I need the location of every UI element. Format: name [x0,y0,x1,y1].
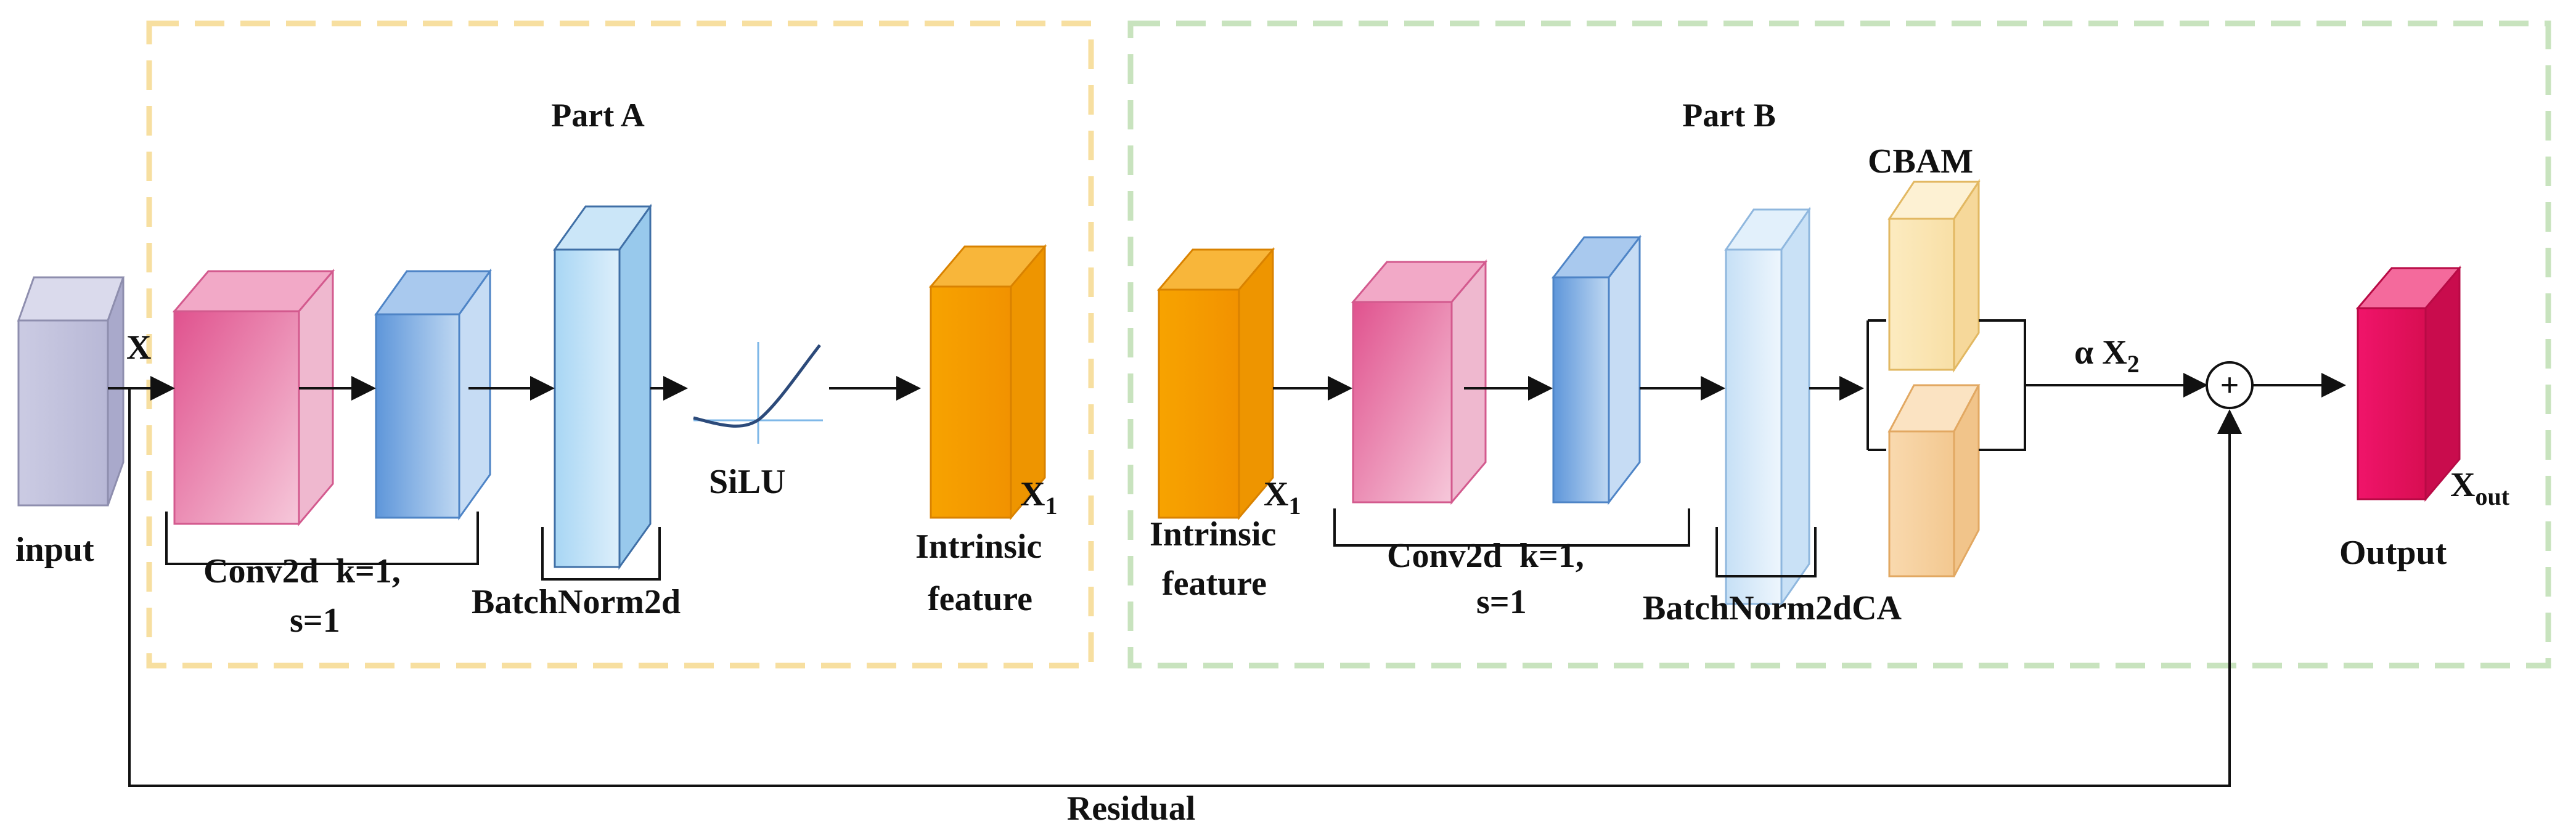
conv-bracket-b [1333,508,1690,547]
cbam-block [1887,179,1981,373]
residual-label: Residual [1067,789,1196,828]
alpha-x2-label: α X2 [2074,333,2140,378]
part-a-frame [146,20,1094,669]
conv2d-label-a: Conv2d k=1, [203,552,401,590]
intrinsic-feature-label-b-line1: Intrinsic [1150,515,1276,553]
output-label: Output [2339,534,2447,572]
intrinsic-feature-label-b-line2: feature [1162,565,1267,603]
silu-plot [693,342,823,444]
x1-label-a: X1 [1020,475,1057,520]
batchnorm2d-label-a: BatchNorm2d [472,583,681,621]
conv2d-stride-label-a: s=1 [290,602,340,640]
x1-label-b: X1 [1264,475,1301,520]
part-b-frame [1127,20,2551,669]
conv-bracket-a [165,512,479,565]
intrinsic-feature-block-b [1156,247,1275,521]
part-b-title: Part B [1682,97,1775,134]
output-block [2355,265,2462,502]
silu-label: SiLU [709,463,786,501]
input-label: input [15,531,94,569]
part-a-title: Part A [551,97,644,134]
batchnorm-blue-block-a [374,268,492,521]
batchnorm2d-block-b [1724,206,1811,607]
bn-bracket-b [1715,527,1817,577]
intrinsic-feature-label-a-line2: feature [928,580,1032,618]
conv2d-block-b [1351,259,1488,505]
conv2d-block-a [172,268,335,527]
intrinsic-feature-block-a [928,243,1047,521]
bn-bracket-a [541,527,661,581]
batchnorm2d-block-a [553,203,652,570]
ca-block [1887,384,1981,577]
intrinsic-feature-label-a-line1: Intrinsic [915,528,1042,566]
cbam-label: CBAM [1868,142,1973,181]
xout-label: Xout [2450,466,2510,510]
plus-sign: + [2220,367,2239,404]
batchnorm2dca-label: BatchNorm2dCA [1643,589,1902,627]
flow-arrows [108,319,2346,787]
batchnorm-blue-block-b [1551,234,1642,505]
input-block [17,276,125,507]
x-label: X [126,328,151,367]
conv2d-label-b: Conv2d k=1, [1387,537,1584,575]
sum-node: + [2206,361,2254,409]
conv2d-stride-label-b: s=1 [1476,583,1527,621]
